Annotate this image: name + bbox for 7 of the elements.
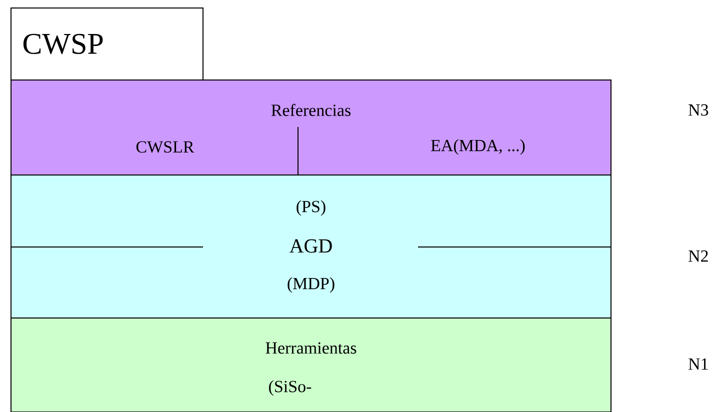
layer-band: Herramientas (SiSo- [10,318,612,412]
tab-box: CWSP [10,8,204,80]
layer-band: (PS) AGD (MDP) [10,174,612,318]
level-label: N2 [688,250,708,262]
level-label: N3 [688,104,708,116]
level-label: N1 [688,358,708,370]
layer-band: Referencias CWSLR EA(MDA, ...) [10,80,612,176]
